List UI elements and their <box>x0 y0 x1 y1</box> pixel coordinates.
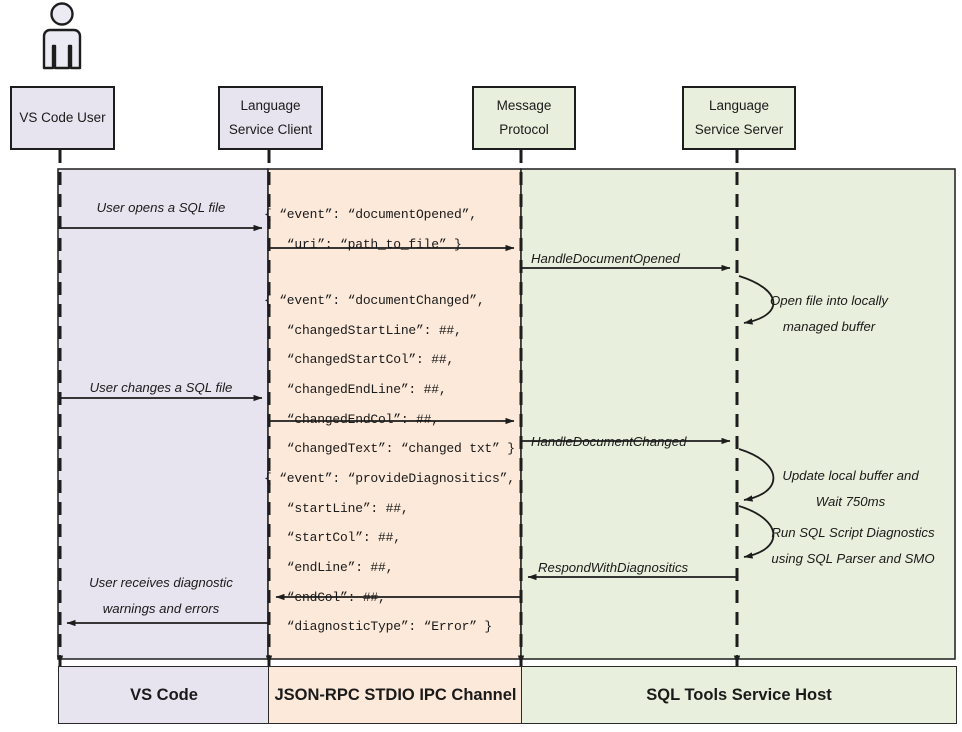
lifeline-head-vs-code-user-line1: VS Code User <box>19 110 106 126</box>
message-label-handle-document-changed: HandleDocumentChanged <box>531 434 687 449</box>
lifeline-head-message-protocol[interactable]: Message Protocol <box>472 86 576 150</box>
note-open-file-line1: Open file into locally <box>770 293 889 308</box>
payload-document-changed: { “event”: “documentChanged”, “changedSt… <box>264 293 515 457</box>
message-label-handle-document-opened: HandleDocumentOpened <box>531 251 680 266</box>
footer-ipc-channel[interactable]: JSON-RPC STDIO IPC Channel <box>268 666 523 724</box>
payload-document-opened: { “event”: “documentOpened”, “uri”: “pat… <box>264 207 477 252</box>
note-update-buffer: Update local buffer and Wait 750ms <box>768 463 933 516</box>
footer-vs-code-label: VS Code <box>130 685 198 704</box>
band-ipc-channel <box>267 168 522 660</box>
note-run-diagnostics: Run SQL Script Diagnostics using SQL Par… <box>768 520 938 573</box>
message-label-user-receives-diagnostics-line1: User receives diagnostic <box>89 575 233 590</box>
note-run-diagnostics-line1: Run SQL Script Diagnostics <box>771 525 935 540</box>
message-label-respond-with-diagnositics: RespondWithDiagnositics <box>538 560 689 575</box>
lifeline-head-message-protocol-line2: Protocol <box>499 122 549 137</box>
message-label-user-receives-diagnostics: User receives diagnostic warnings and er… <box>56 570 266 621</box>
footer-ipc-channel-label: JSON-RPC STDIO IPC Channel <box>274 685 517 704</box>
band-vs-code <box>57 168 269 660</box>
note-update-buffer-line1: Update local buffer and <box>782 468 919 483</box>
lifeline-head-language-service-server-line2: Service Server <box>694 122 784 137</box>
lifeline-head-language-service-client[interactable]: Language Service Client <box>218 86 323 150</box>
lifeline-head-message-protocol-line1: Message <box>496 98 552 114</box>
note-open-file-line2: managed buffer <box>782 319 876 335</box>
footer-service-host[interactable]: SQL Tools Service Host <box>521 666 957 724</box>
lifeline-head-vs-code-user[interactable]: VS Code User <box>10 86 115 150</box>
payload-provide-diagnositics: { “event”: “provideDiagnositics”, “start… <box>264 471 515 635</box>
lifeline-head-language-service-server[interactable]: Language Service Server <box>682 86 796 150</box>
note-update-buffer-line2: Wait 750ms <box>815 494 886 510</box>
message-label-user-opens-file: User opens a SQL file <box>96 200 226 215</box>
note-run-diagnostics-line2: using SQL Parser and SMO <box>771 551 935 567</box>
footer-vs-code[interactable]: VS Code <box>58 666 270 724</box>
selfloop-open-file <box>738 275 775 325</box>
footer-service-host-label: SQL Tools Service Host <box>646 685 832 704</box>
message-label-user-receives-diagnostics-line2: warnings and errors <box>102 600 220 616</box>
message-label-user-changes-file: User changes a SQL file <box>89 380 233 395</box>
selfloop-run-diagnostics <box>738 505 775 559</box>
lifeline-head-language-service-client-line2: Service Client <box>228 122 313 137</box>
lifeline-head-language-service-client-line1: Language <box>240 98 301 114</box>
note-open-file: Open file into locally managed buffer <box>770 288 888 341</box>
selfloop-update-buffer <box>738 448 775 502</box>
person-icon <box>42 2 82 70</box>
lifeline-head-language-service-server-line1: Language <box>708 98 770 114</box>
